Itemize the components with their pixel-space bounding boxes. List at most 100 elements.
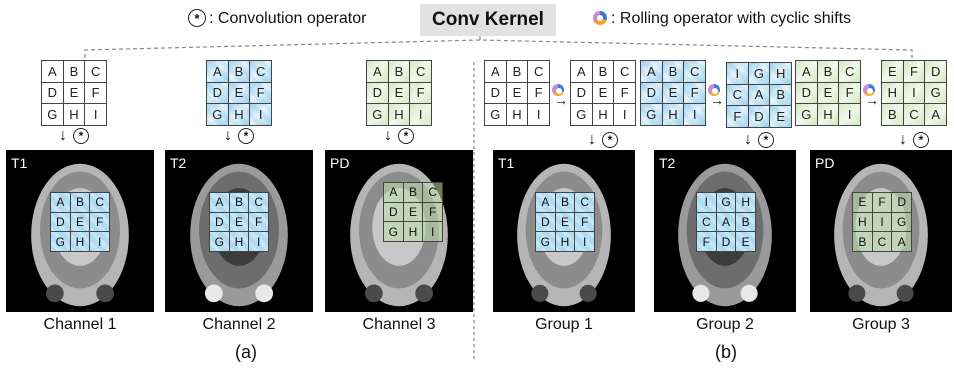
- kernel-cell: D: [748, 106, 771, 128]
- kernel-cell: B: [555, 193, 576, 213]
- kernel-cell: C: [249, 193, 269, 213]
- kernel-cell: E: [555, 212, 576, 233]
- kernel-cell: H: [228, 104, 251, 126]
- kernel-cell: F: [697, 232, 717, 252]
- kernel-cell: H: [882, 82, 904, 105]
- kernel-cell: E: [853, 193, 873, 213]
- panel-b-label: (b): [715, 342, 737, 362]
- kernel-cell: G: [207, 104, 229, 126]
- kernel-cell: C: [684, 61, 706, 83]
- kernel-cell: E: [388, 82, 411, 105]
- kernel-cell: B: [853, 232, 873, 252]
- kernel-cell: F: [249, 212, 269, 233]
- down-arrow-icon: ↓: [899, 131, 907, 148]
- kernel-cell: D: [716, 232, 737, 252]
- kernel-cell: G: [210, 232, 230, 252]
- kernel-cell: D: [641, 82, 663, 105]
- kernel-cell: E: [817, 82, 840, 105]
- kernel-cell: F: [410, 82, 432, 105]
- kernel-cell: F: [839, 82, 861, 105]
- kernel-cell: I: [528, 104, 550, 126]
- kernel-cell: A: [892, 232, 912, 252]
- kernel-cell: I: [423, 222, 443, 242]
- kernel-cell: E: [70, 212, 91, 233]
- kernel-cell: I: [684, 104, 706, 126]
- scan-modality-tag: T1: [498, 155, 515, 171]
- rolling-operator-icon: [708, 84, 720, 96]
- kernel-cell: F: [727, 106, 749, 128]
- scan-modality-tag: T2: [659, 155, 676, 171]
- scan-caption: Channel 2: [202, 316, 276, 333]
- legend-separator: :: [209, 10, 214, 27]
- kernel-cell: C: [872, 232, 893, 252]
- kernel-cell: C: [528, 61, 550, 83]
- kernel-cell: G: [485, 104, 507, 126]
- kernel-cell: I: [90, 232, 110, 252]
- convolution-operator-icon: *: [913, 132, 929, 148]
- kernel-cell: E: [228, 82, 251, 105]
- down-arrow-icon: ↓: [59, 127, 67, 144]
- convolution-operator-icon: *: [73, 128, 89, 144]
- kernel-cell: B: [403, 183, 424, 203]
- kernel-cell: A: [384, 183, 404, 203]
- kernel-cell: B: [770, 84, 792, 107]
- scan-caption: Channel 1: [43, 316, 117, 333]
- convolution-operator-icon: *: [602, 132, 618, 148]
- kernel-cell: G: [796, 104, 818, 126]
- kernel-cell: H: [506, 104, 529, 126]
- kernel-cell: F: [90, 212, 110, 233]
- kernel-cell: G: [925, 82, 947, 105]
- kernel-cell: G: [536, 232, 556, 252]
- kernel-cell: A: [485, 61, 507, 83]
- kernel-cell: H: [736, 193, 756, 213]
- scan-modality-tag: PD: [330, 155, 350, 171]
- kernel-cell: F: [872, 193, 893, 213]
- scan-caption: Group 1: [535, 316, 593, 333]
- kernel-cell: F: [575, 212, 595, 233]
- kernel-cell: C: [839, 61, 861, 83]
- kernel-cell: D: [210, 212, 230, 233]
- kernel-cell: B: [662, 61, 685, 83]
- kernel-cell: A: [42, 61, 64, 83]
- convolution-operator-icon: *: [758, 132, 774, 148]
- kernel-cell: I: [575, 232, 595, 252]
- kernel-cell: F: [423, 202, 443, 223]
- right-arrow-icon: →: [710, 92, 724, 108]
- kernel-cell: F: [684, 82, 706, 105]
- kernel-cell: E: [736, 232, 756, 252]
- kernel-cell: C: [423, 183, 443, 203]
- kernel-cell: D: [42, 82, 64, 105]
- scan-caption: Channel 3: [362, 316, 436, 333]
- down-arrow-icon: ↓: [744, 131, 752, 148]
- kernel-cell: G: [748, 63, 771, 85]
- convolution-operator-icon: *: [398, 128, 414, 144]
- kernel-cell: A: [796, 61, 818, 83]
- kernel-cell: E: [506, 82, 529, 105]
- kernel-cell: G: [571, 104, 593, 126]
- right-arrow-icon: →: [554, 92, 568, 108]
- convolution-legend-label: Convolution operator: [217, 10, 367, 27]
- kernel-cell: E: [882, 61, 904, 83]
- kernel-cell: H: [63, 104, 86, 126]
- kernel-cell: C: [410, 61, 432, 83]
- kernel-cell: B: [388, 61, 411, 83]
- kernel-cell: G: [51, 232, 71, 252]
- kernel-cell: F: [903, 61, 926, 83]
- kernel-cell: F: [614, 82, 636, 105]
- kernel-cell: A: [716, 212, 737, 233]
- rolling-operator-icon: [552, 84, 564, 96]
- kernel-cell: E: [63, 82, 86, 105]
- kernel-cell: I: [727, 63, 749, 85]
- kernel-cell: F: [250, 82, 272, 105]
- kernel-cell: C: [90, 193, 110, 213]
- right-arrow-icon: →: [865, 92, 879, 108]
- kernel-cell: H: [817, 104, 840, 126]
- kernel-cell: B: [229, 193, 250, 213]
